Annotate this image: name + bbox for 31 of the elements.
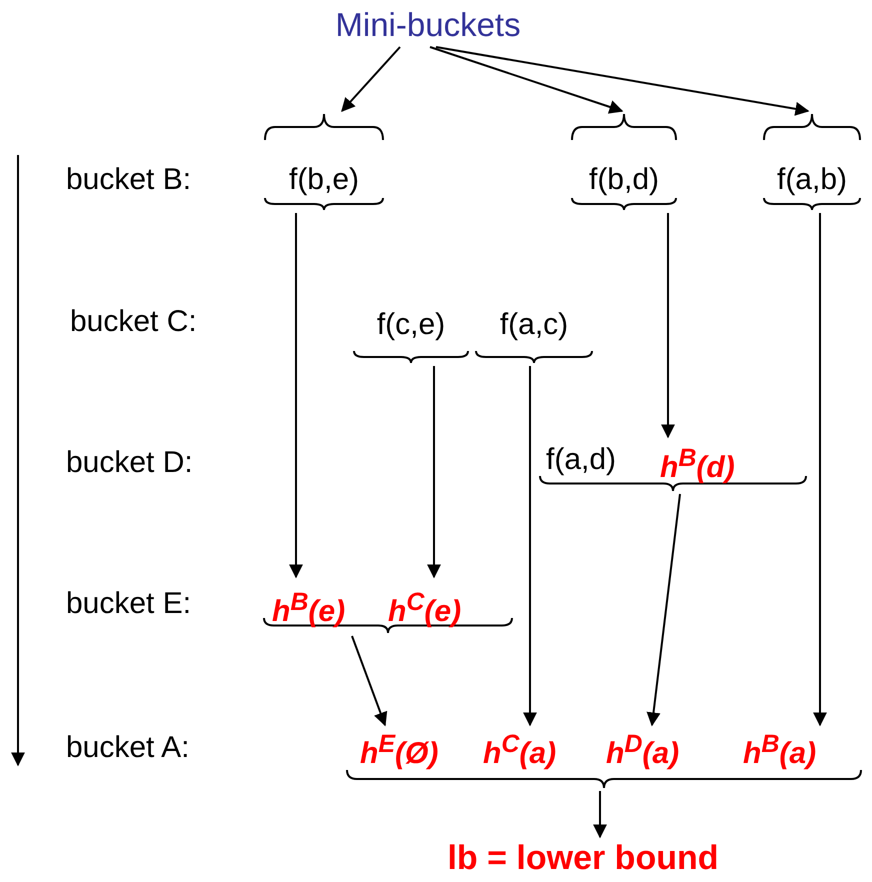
arrow (289, 213, 303, 578)
function-term: f(c,e) (376, 307, 446, 343)
message-term: h$^{B}$(e) (272, 587, 346, 630)
arrow (661, 213, 675, 438)
arrow (427, 366, 441, 578)
group-label: Mini-buckets (335, 7, 521, 43)
message-term: h$^{B}$(a) (743, 726, 816, 772)
bucket-label: bucket C: (70, 304, 197, 340)
result-label: lb = lower bound (447, 840, 719, 876)
arrow (523, 366, 537, 726)
arrow (646, 494, 681, 726)
arrow (436, 46, 810, 116)
function-term: f(b,e) (288, 162, 360, 198)
arrow (341, 46, 401, 112)
arrow (430, 46, 624, 114)
message-term: h$^{E}$(Ø) (360, 726, 438, 772)
arrow (593, 791, 607, 838)
arrow (351, 636, 388, 726)
bucket-label: bucket B: (66, 162, 192, 198)
message-term: h$^{D}$(a) (606, 726, 680, 772)
function-term: f(a,c) (500, 307, 568, 343)
function-term: f(b,d) (588, 162, 660, 198)
function-term: f(a,d) (546, 442, 616, 478)
message-term: h$^{B}$(d) (660, 443, 735, 486)
bucket-label: bucket E: (66, 586, 192, 622)
message-term: h$^{C}$(e) (388, 587, 462, 630)
bucket-label: bucket D: (66, 445, 193, 481)
arrow (813, 213, 827, 726)
function-term: f(a,b) (776, 162, 848, 198)
bucket-label: bucket A: (66, 730, 190, 766)
message-term: h$^{C}$(a) (483, 726, 556, 772)
